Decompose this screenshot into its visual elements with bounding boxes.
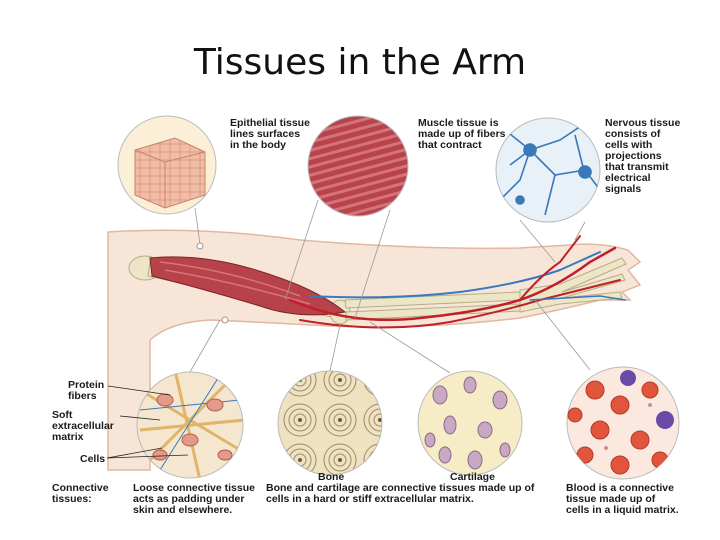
muscle-tissue-circle	[307, 115, 409, 217]
bone-tissue-circle	[277, 370, 383, 476]
cartilage-tissue-circle	[417, 370, 523, 476]
epithelial-tissue-circle	[117, 115, 217, 215]
nervous-tissue-circle	[495, 117, 601, 223]
soft-extracellular-matrix-label: Soft extracellular matrix	[52, 409, 114, 443]
cartilage-label: Cartilage	[450, 471, 495, 483]
arm-muscle	[149, 256, 347, 316]
marker-dot	[196, 242, 204, 250]
blood-tissue-label: Blood is a connective tissue made up of …	[566, 482, 679, 516]
loose-connective-tissue-label: Loose connective tissue acts as padding …	[133, 482, 255, 516]
blood-tissue-circle	[566, 366, 680, 480]
loose-connective-tissue-circle	[136, 371, 244, 479]
nervous-tissue-label: Nervous tissue consists of cells with pr…	[605, 117, 681, 195]
protein-fibers-label: Protein fibers	[68, 379, 105, 402]
bone-label: Bone	[318, 471, 345, 483]
muscle-tissue-label: Muscle tissue is made up of fibers that …	[418, 117, 506, 151]
page-title: Tissues in the Arm	[193, 42, 527, 83]
cells-label: Cells	[80, 453, 106, 465]
marker-dot	[221, 316, 229, 324]
pointer-lines	[189, 199, 591, 374]
blood-vessels	[288, 235, 626, 329]
epithelial-tissue-label: Epithelial tissue lines surfaces in the …	[230, 117, 310, 151]
bone-cartilage-caption: Bone and cartilage are connective tissue…	[266, 482, 535, 505]
connective-tissues-label: Connective tissues:	[52, 482, 109, 505]
